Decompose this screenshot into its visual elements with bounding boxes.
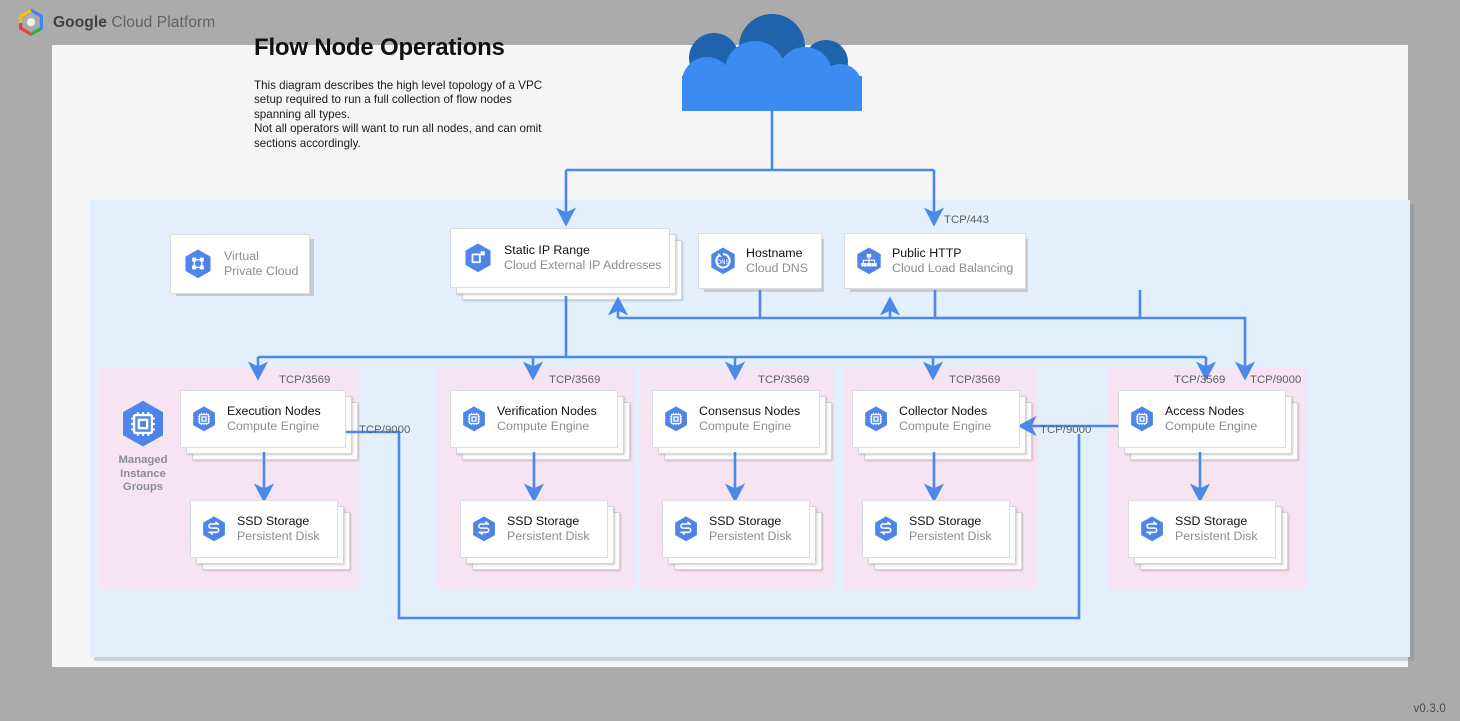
- card-hostname[interactable]: DNS Hostname Cloud DNS: [698, 233, 822, 289]
- card-subtitle: Persistent Disk: [507, 529, 590, 543]
- card-subtitle: Compute Engine: [497, 419, 590, 433]
- managed-instance-groups: Managed Instance Groups: [106, 398, 180, 495]
- card-ssd-storage-verification[interactable]: SSD Storage Persistent Disk: [460, 500, 608, 558]
- mig-label: Managed Instance Groups: [118, 454, 168, 494]
- card-text-collector-nodes: Collector Nodes Compute Engine: [899, 404, 991, 433]
- persistent-disk-icon: [1139, 515, 1165, 543]
- card-title: Execution Nodes: [227, 404, 321, 419]
- card-collector-nodes[interactable]: Collector Nodes Compute Engine: [852, 390, 1020, 448]
- card-consensus-nodes[interactable]: Consensus Nodes Compute Engine: [652, 390, 820, 448]
- card-access-nodes[interactable]: Access Nodes Compute Engine: [1118, 390, 1286, 448]
- persistent-disk-icon: [873, 515, 899, 543]
- card-subtitle: Compute Engine: [699, 419, 792, 433]
- card-title: Public HTTP: [892, 246, 962, 261]
- card-title: SSD Storage: [909, 514, 982, 529]
- diagram-description: This diagram describes the high level to…: [254, 79, 543, 150]
- cloud-dns-icon: DNS: [709, 246, 737, 276]
- card-subtitle: Cloud DNS: [746, 261, 808, 275]
- card-title: Hostname: [746, 246, 803, 261]
- card-ssd-storage-collector[interactable]: SSD Storage Persistent Disk: [862, 500, 1010, 558]
- card-title: SSD Storage: [237, 514, 310, 529]
- card-virtual-private-cloud[interactable]: Virtual Private Cloud: [170, 234, 310, 294]
- persistent-disk-icon: [471, 515, 497, 543]
- page-title: Flow Node Operations: [254, 34, 505, 61]
- port-label-execution-9000: TCP/9000: [359, 424, 411, 436]
- port-label-consensus-3569: TCP/3569: [758, 374, 810, 386]
- card-text-verification-nodes: Verification Nodes Compute Engine: [497, 404, 597, 433]
- card-static-ip-range[interactable]: Static IP Range Cloud External IP Addres…: [450, 228, 670, 288]
- brand-rest: Cloud Platform: [107, 13, 216, 31]
- card-text-ssd-collector: SSD Storage Persistent Disk: [909, 514, 992, 543]
- port-label-access-9000: TCP/9000: [1250, 374, 1302, 386]
- persistent-disk-icon: [201, 515, 227, 543]
- svg-text:DNS: DNS: [717, 259, 730, 266]
- card-text-ssd-execution: SSD Storage Persistent Disk: [237, 514, 320, 543]
- card-subtitle: Compute Engine: [1165, 419, 1258, 433]
- card-subtitle: Cloud Load Balancing: [892, 261, 1014, 275]
- card-subtitle: Compute Engine: [899, 419, 992, 433]
- card-subtitle: Compute Engine: [227, 419, 320, 433]
- card-execution-nodes[interactable]: Execution Nodes Compute Engine: [180, 390, 346, 448]
- port-label-collector-3569: TCP/3569: [949, 374, 1001, 386]
- compute-engine-icon: [863, 405, 889, 433]
- card-ssd-storage-execution[interactable]: SSD Storage Persistent Disk: [190, 500, 338, 558]
- card-title: SSD Storage: [1175, 514, 1248, 529]
- managed-instance-group-icon: [123, 400, 163, 447]
- card-title: SSD Storage: [507, 514, 580, 529]
- card-title: Verification Nodes: [497, 404, 597, 419]
- card-title: Consensus Nodes: [699, 404, 801, 419]
- card-text-access-nodes: Access Nodes Compute Engine: [1165, 404, 1257, 433]
- port-label-execution-3569: TCP/3569: [279, 374, 331, 386]
- persistent-disk-icon: [673, 515, 699, 543]
- card-text-ssd-verification: SSD Storage Persistent Disk: [507, 514, 590, 543]
- card-subtitle: Persistent Disk: [709, 529, 792, 543]
- virtual-private-cloud-icon: [183, 248, 213, 280]
- card-text-execution-nodes: Execution Nodes Compute Engine: [227, 404, 321, 433]
- card-subtitle: Cloud External IP Addresses: [504, 258, 662, 272]
- card-title: Collector Nodes: [899, 404, 988, 419]
- compute-engine-icon: [1129, 405, 1155, 433]
- card-text-public-http: Public HTTP Cloud Load Balancing: [892, 246, 1013, 275]
- card-text-hostname: Hostname Cloud DNS: [746, 246, 808, 275]
- card-subtitle: Persistent Disk: [1175, 529, 1258, 543]
- port-label-access-3569: TCP/3569: [1174, 374, 1226, 386]
- card-subtitle: Private Cloud: [224, 264, 299, 278]
- card-subtitle: Persistent Disk: [909, 529, 992, 543]
- port-label-lb-ingress: TCP/443: [944, 214, 989, 226]
- card-text-consensus-nodes: Consensus Nodes Compute Engine: [699, 404, 800, 433]
- card-verification-nodes[interactable]: Verification Nodes Compute Engine: [450, 390, 618, 448]
- compute-engine-icon: [191, 405, 217, 433]
- version-label: v0.3.0: [1413, 703, 1446, 715]
- card-title: Static IP Range: [504, 243, 590, 258]
- gcp-wordmark: Google Cloud Platform: [53, 14, 215, 32]
- gcp-header: Google Cloud Platform: [0, 0, 1460, 45]
- google-cloud-platform-logo: [19, 8, 43, 36]
- port-label-verification-3569: TCP/3569: [549, 374, 601, 386]
- port-label-collector-9000: TCP/9000: [1040, 424, 1092, 436]
- card-ssd-storage-consensus[interactable]: SSD Storage Persistent Disk: [662, 500, 810, 558]
- card-text-vpc: Virtual Private Cloud: [224, 249, 298, 278]
- cloud-external-ip-icon: [463, 242, 493, 274]
- card-title: Access Nodes: [1165, 404, 1245, 419]
- card-text-static-ip: Static IP Range Cloud External IP Addres…: [504, 243, 662, 272]
- compute-engine-icon: [663, 405, 689, 433]
- card-subtitle: Persistent Disk: [237, 529, 320, 543]
- card-title: SSD Storage: [709, 514, 782, 529]
- cloud-load-balancing-icon: [855, 246, 883, 276]
- card-text-ssd-access: SSD Storage Persistent Disk: [1175, 514, 1258, 543]
- card-public-http[interactable]: Public HTTP Cloud Load Balancing: [844, 233, 1026, 289]
- card-title: Virtual: [224, 249, 259, 264]
- card-text-ssd-consensus: SSD Storage Persistent Disk: [709, 514, 792, 543]
- card-ssd-storage-access[interactable]: SSD Storage Persistent Disk: [1128, 500, 1276, 558]
- compute-engine-icon: [461, 405, 487, 433]
- brand-bold: Google: [53, 13, 107, 31]
